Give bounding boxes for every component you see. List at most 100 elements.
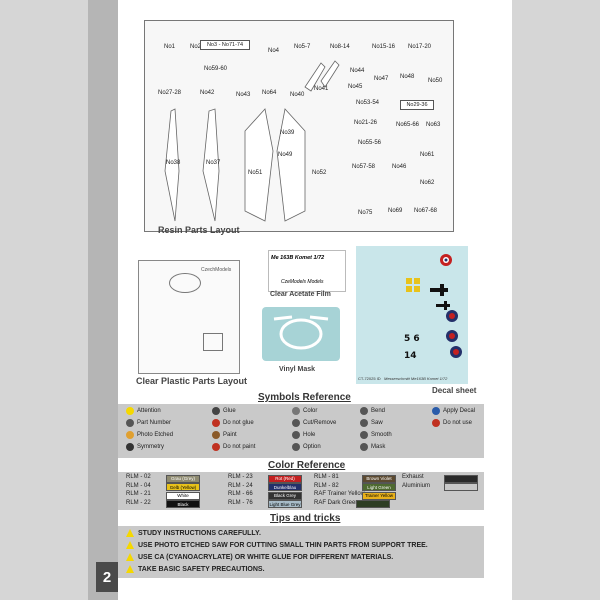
symbol-item: Part Number: [126, 419, 171, 427]
decal-sheet: 5 6 14 CT-72025 ID Messerschmitt Me163B …: [356, 246, 468, 384]
symbol-item: Saw: [360, 419, 383, 427]
symbol-icon: [212, 443, 220, 451]
resin-part-label: No4: [268, 48, 280, 54]
vinyl-mask: [262, 307, 340, 361]
symbol-icon: [126, 407, 134, 415]
tip-text: USE CA (CYANOACRYLATE) OR WHITE GLUE FOR…: [138, 553, 394, 561]
symbol-label: Glue: [223, 408, 236, 414]
symbol-item: Paint: [212, 431, 237, 439]
warning-icon: [126, 553, 134, 561]
symbol-icon: [432, 419, 440, 427]
acetate-caption: Clear Acetate Film: [270, 291, 331, 298]
symbol-icon: [212, 419, 220, 427]
resin-part-label: No8-14: [330, 44, 350, 50]
symbol-label: Bend: [371, 408, 386, 414]
color-code: RLM - 24: [228, 482, 253, 489]
resin-part-label: No47: [374, 76, 389, 82]
resin-part-label: No69: [388, 208, 403, 214]
tip-item: TAKE BASIC SAFETY PRECAUTIONS.: [126, 565, 265, 573]
vinyl-mask-shapes: [273, 315, 329, 350]
tip-text: USE PHOTO ETCHED SAW FOR CUTTING SMALL T…: [138, 541, 428, 549]
svg-text:14: 14: [404, 351, 417, 361]
colors-title: Color Reference: [268, 460, 346, 471]
resin-part-label: No1: [164, 44, 176, 50]
resin-parts-frame: [144, 20, 454, 232]
symbol-icon: [360, 443, 368, 451]
color-code: RLM - 81: [314, 474, 339, 480]
symbol-item: Mask: [360, 443, 385, 451]
symbol-label: Color: [303, 408, 318, 414]
symbol-icon: [360, 419, 368, 427]
symbol-item: Smooth: [360, 431, 392, 439]
tips-title: Tips and tricks: [270, 513, 341, 524]
symbol-item: Symmetry: [126, 443, 164, 451]
tip-item: USE CA (CYANOACRYLATE) OR WHITE GLUE FOR…: [126, 553, 393, 561]
resin-parts-drawing: [164, 60, 340, 222]
symbols-title: Symbols Reference: [258, 392, 351, 403]
resin-part-label: No75: [358, 210, 373, 216]
color-code: RLM - 22: [126, 499, 151, 506]
resin-part-label: No3 - No71-74: [200, 40, 250, 50]
resin-part-label: No2: [190, 44, 202, 50]
resin-part-label: No65-66: [396, 122, 420, 128]
color-code: RAF Trainer Yellow: [314, 491, 366, 497]
acetate-sheet: Me 163B Komet 1/72 CzeModels Models: [268, 250, 346, 292]
resin-part-label: No45: [348, 84, 363, 90]
symbols-band: [118, 404, 484, 458]
resin-part-label: No5-7: [294, 44, 311, 50]
resin-part-label: No61: [420, 152, 435, 158]
tip-text: STUDY INSTRUCTIONS CAREFULLY.: [138, 529, 261, 537]
vinyl-caption: Vinyl Mask: [279, 366, 316, 373]
resin-part-label: No27-28: [158, 90, 182, 96]
color-code: RLM - 66: [228, 491, 253, 497]
symbol-label: Smooth: [371, 432, 392, 438]
symbol-label: Mask: [371, 444, 386, 450]
resin-part-label: No53-54: [356, 100, 380, 106]
decal-footer: Messerschmitt Me163B Komet 1/72: [384, 376, 448, 381]
symbol-item: Do not use: [432, 419, 472, 427]
acetate-brand: CzeModels Models: [281, 279, 324, 285]
sprue-logo: CzechModels: [201, 267, 232, 273]
color-code: RLM - 82: [314, 482, 339, 489]
resin-part-label: No51: [248, 170, 263, 176]
symbol-icon: [212, 407, 220, 415]
symbol-label: Option: [303, 444, 321, 450]
resin-part-label: No50: [428, 78, 443, 84]
symbol-item: Bend: [360, 407, 385, 415]
resin-part-label: No15-16: [372, 44, 396, 50]
symbol-label: Paint: [223, 432, 237, 438]
color-code: RLM - 02: [126, 474, 151, 480]
resin-part-label: No52: [312, 170, 327, 176]
symbol-icon: [292, 419, 300, 427]
resin-part-label: No29-36: [400, 100, 434, 110]
symbol-item: Apply Decal: [432, 407, 475, 415]
symbol-label: Symmetry: [137, 444, 164, 450]
color-swatch: Trainer Yellow: [362, 491, 396, 500]
resin-part-label: No17-20: [408, 44, 432, 50]
symbol-label: Cut/Remove: [303, 420, 337, 426]
page-sidebar: [88, 0, 118, 600]
resin-part-label: No59-60: [204, 66, 228, 72]
symbol-label: Attention: [137, 408, 161, 414]
color-swatch: Black Grey: [268, 491, 302, 500]
color-code: RAF Dark Green: [314, 499, 359, 506]
symbol-label: Photo Etched: [137, 432, 174, 438]
resin-part-label: No40: [290, 92, 305, 98]
decal-caption: Decal sheet: [432, 386, 477, 395]
resin-part-label: No42: [200, 90, 215, 96]
color-code: RLM - 23: [228, 474, 253, 480]
resin-part-label: No63: [426, 122, 441, 128]
color-swatch: [444, 483, 478, 491]
symbol-item: Do not paint: [212, 443, 255, 451]
canopy-part: [169, 273, 201, 293]
symbol-icon: [292, 431, 300, 439]
symbol-item: Attention: [126, 407, 161, 415]
symbol-item: Color: [292, 407, 317, 415]
resin-part-label: No49: [278, 152, 293, 158]
symbol-label: Saw: [371, 420, 383, 426]
resin-caption: Resin Parts Layout: [158, 225, 240, 235]
warning-icon: [126, 541, 134, 549]
clear-plastic-caption: Clear Plastic Parts Layout: [136, 376, 248, 386]
decal-code: CT-72025 ID: [358, 376, 381, 381]
resin-part-label: No39: [280, 130, 295, 136]
